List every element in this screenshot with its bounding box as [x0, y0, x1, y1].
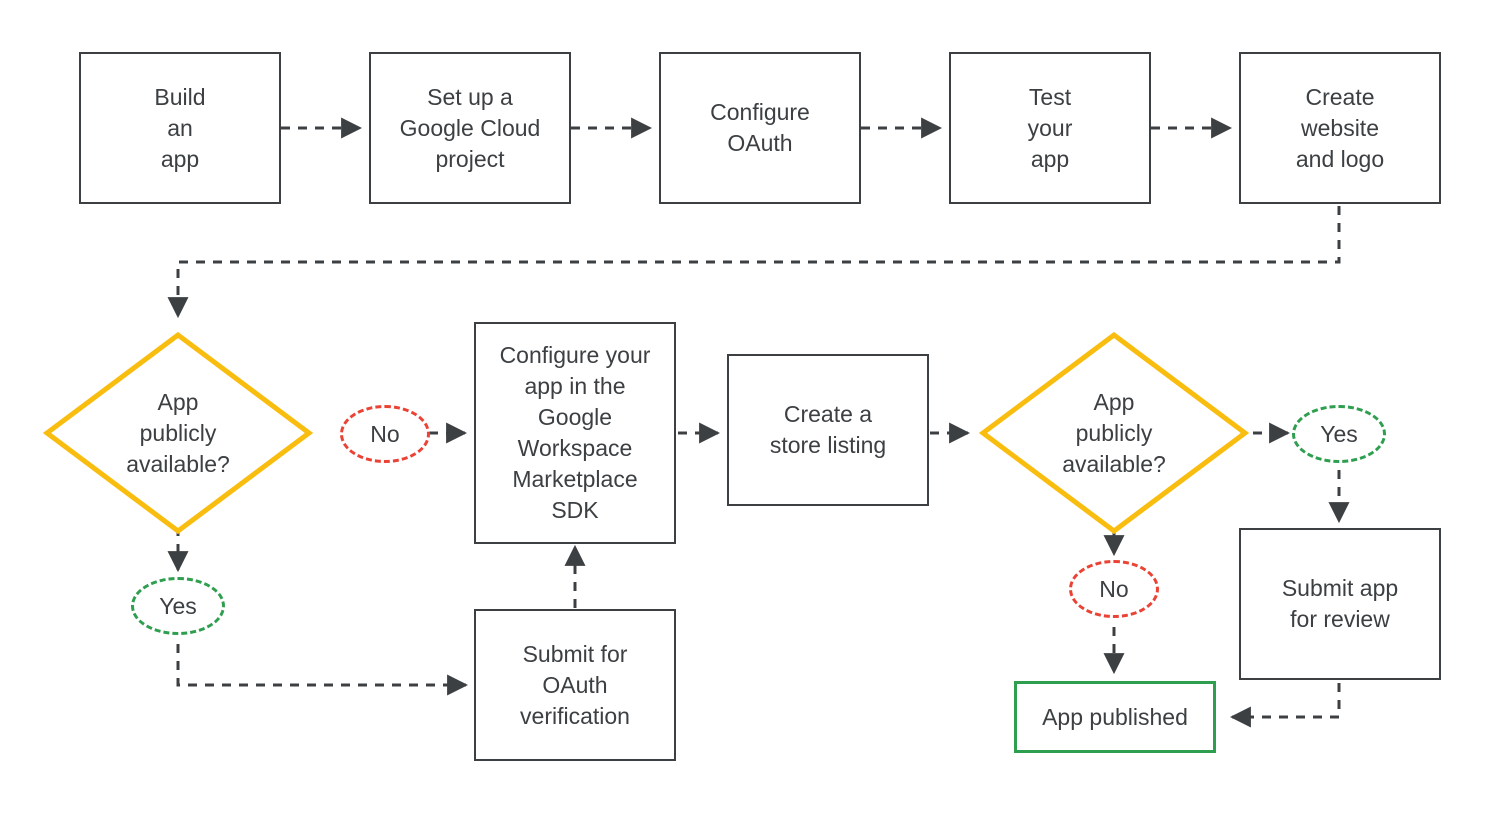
edge-label-text: Yes [1320, 420, 1358, 447]
node-label: App published [1042, 703, 1188, 730]
diamond-shape [42, 331, 314, 535]
node-create-a-store-listing[interactable]: Create a store listing [727, 354, 929, 506]
edge-label-yes-2: Yes [1292, 405, 1386, 463]
node-label: Test your app [1027, 83, 1073, 172]
edge-label-text: No [1099, 575, 1129, 602]
diamond-shape [978, 331, 1250, 535]
edge-submit-review-to-published [1229, 683, 1341, 728]
node-label: Set up a Google Cloud project [399, 83, 541, 172]
node-create-website-and-logo[interactable]: Create website and logo [1239, 52, 1441, 204]
node-label: App publicly available? [1062, 388, 1166, 477]
node-configure-app-in-marketplace-sdk[interactable]: Configure your app in the Google Workspa… [474, 322, 676, 544]
node-google-cloud-project[interactable]: Set up a Google Cloud project [369, 52, 571, 204]
edge-label-yes-1: Yes [131, 577, 225, 635]
node-decision-app-publicly-available-1[interactable]: App publicly available? [42, 331, 314, 535]
node-build-an-app[interactable]: Build an app [79, 52, 281, 204]
node-app-published[interactable]: App published [1014, 681, 1216, 753]
node-submit-for-oauth-verification[interactable]: Submit for OAuth verification [474, 609, 676, 761]
node-configure-oauth[interactable]: Configure OAuth [659, 52, 861, 204]
node-label: Configure OAuth [710, 99, 810, 156]
node-label: App publicly available? [126, 388, 230, 477]
edge-label-no-2: No [1069, 560, 1159, 618]
edge-label-text: Yes [159, 592, 197, 619]
node-label: Configure your app in the Google Workspa… [499, 342, 651, 523]
edge-label-text: No [370, 420, 400, 447]
edge-label-no-1: No [340, 405, 430, 463]
node-label: Submit for OAuth verification [520, 640, 630, 729]
node-label: Build an app [154, 83, 206, 172]
node-label: Create website and logo [1295, 83, 1385, 172]
node-label: Create a store listing [769, 401, 887, 458]
node-label: Submit app for review [1281, 575, 1399, 632]
node-test-your-app[interactable]: Test your app [949, 52, 1151, 204]
edge-yes1-to-submit-oauth [176, 644, 469, 696]
node-submit-app-for-review[interactable]: Submit app for review [1239, 528, 1441, 680]
node-decision-app-publicly-available-2[interactable]: App publicly available? [978, 331, 1250, 535]
edge-website-to-decision1 [167, 206, 1341, 319]
